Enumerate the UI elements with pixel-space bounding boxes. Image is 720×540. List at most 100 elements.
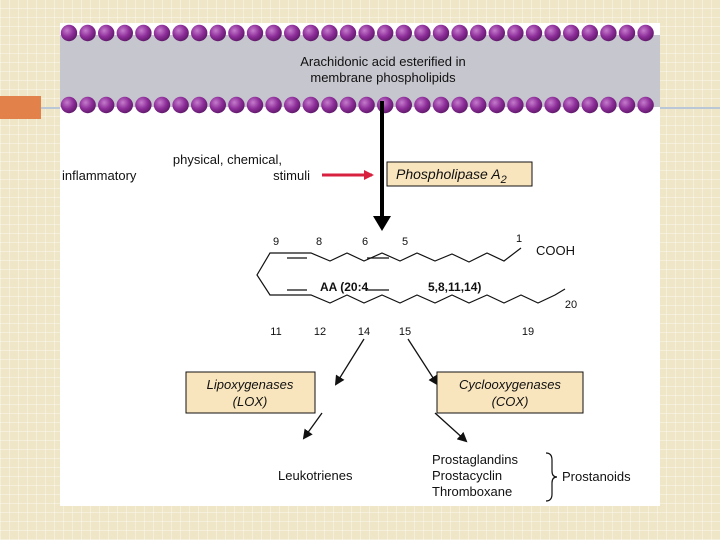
stimuli-text-line1: physical, chemical,	[173, 152, 282, 167]
cox-abbreviation: (COX)	[492, 394, 529, 409]
leukotrienes-label: Leukotrienes	[278, 468, 353, 483]
phospholipase-a2-label: Phospholipase A2	[396, 166, 507, 186]
phospholipid-head	[135, 96, 152, 114]
carbon-number-15: 15	[399, 326, 411, 338]
phospholipid-head	[153, 96, 171, 114]
thromboxane-label: Thromboxane	[432, 484, 512, 499]
phospholipid-head	[507, 96, 524, 114]
carbon-number-1: 1	[516, 233, 522, 245]
arrow-to-leukotrienes	[302, 412, 323, 440]
phospholipid-head	[246, 96, 264, 114]
main-arrow-head	[373, 216, 391, 231]
lox-abbreviation: (LOX)	[233, 394, 268, 409]
phospholipid-head	[339, 24, 357, 42]
phospholipid-head	[209, 96, 226, 114]
phospholipid-head	[395, 96, 412, 114]
phospholipid-head	[265, 96, 282, 114]
arachidonic-acid-pathway-diagram: Arachidonic acid esterified in membrane …	[60, 24, 660, 502]
aa-double-bond-positions: 5,8,11,14)	[428, 280, 481, 294]
carbon-chain	[256, 247, 566, 304]
phospholipid-head	[135, 24, 152, 42]
aa-label: AA (20:4	[320, 280, 369, 294]
phospholipase-a2-box: Phospholipase A2	[386, 161, 533, 187]
carbon-number-11: 11	[270, 326, 281, 338]
phospholipid-head	[581, 96, 598, 114]
phospholipid-head	[172, 96, 189, 114]
phospholipid-head	[637, 96, 654, 114]
phospholipid-head	[563, 24, 580, 42]
phospholipid-head	[209, 24, 226, 42]
phospholipid-head	[321, 24, 338, 42]
phospholipid-head	[60, 96, 78, 114]
prostanoids-brace	[545, 452, 558, 502]
phospholipid-head	[191, 96, 208, 114]
cyclooxygenase-label: Cyclooxygenases	[459, 377, 561, 392]
phospholipid-heads-bottom	[60, 96, 654, 114]
phospholipid-heads-top	[60, 24, 654, 42]
arrow-to-prostanoids	[434, 412, 468, 443]
prostacyclin-label: Prostacyclin	[432, 468, 502, 483]
phospholipid-head	[600, 24, 617, 42]
phospholipid-head	[358, 96, 375, 114]
phospholipid-head	[488, 24, 505, 42]
carbon-number-6: 6	[362, 236, 368, 248]
phospholipid-head	[153, 24, 171, 42]
phospholipid-head	[246, 24, 264, 42]
carbon-number-19: 19	[522, 326, 534, 338]
phospholipid-head	[98, 96, 115, 114]
carboxyl-group-label: COOH	[536, 243, 575, 258]
phospholipid-head	[470, 96, 487, 114]
phospholipid-head	[544, 96, 561, 114]
phospholipid-head	[302, 24, 319, 42]
phospholipid-head	[618, 96, 636, 114]
cyclooxygenase-box: Cyclooxygenases (COX)	[436, 371, 584, 414]
phospholipid-head	[284, 24, 301, 42]
phospholipid-head	[507, 24, 524, 42]
lipoxygenase-box-bg	[185, 371, 316, 414]
cell-membrane: Arachidonic acid esterified in membrane …	[60, 24, 660, 114]
stimuli-text-inflammatory: inflammatory	[62, 168, 137, 183]
phospholipid-head	[414, 96, 431, 114]
arrow-to-lox	[334, 338, 365, 386]
carbon-number-20: 20	[565, 299, 577, 311]
carbon-number-14: 14	[358, 326, 370, 338]
phospholipid-head	[321, 96, 338, 114]
carbon-number-12: 12	[314, 326, 326, 338]
phospholipid-head	[544, 24, 561, 42]
phospholipid-head	[98, 24, 115, 42]
phospholipid-head	[432, 96, 450, 114]
phospholipid-head	[618, 24, 636, 42]
phospholipid-head	[451, 24, 468, 42]
phospholipid-head	[79, 24, 96, 42]
phospholipid-head	[470, 24, 487, 42]
phospholipid-head	[395, 24, 412, 42]
phospholipid-head	[228, 24, 245, 42]
phospholipid-head	[525, 24, 543, 42]
slide-accent-bar	[0, 96, 41, 119]
phospholipid-head	[116, 96, 133, 114]
cyclooxygenase-box-bg	[436, 371, 584, 414]
prostanoids-label: Prostanoids	[562, 469, 631, 484]
arrow-to-cox	[407, 338, 439, 386]
phospholipid-head	[451, 96, 468, 114]
phospholipid-head	[581, 24, 598, 42]
pathway-figure: Arachidonic acid esterified in membrane …	[60, 23, 660, 506]
carbon-number-5: 5	[402, 236, 408, 248]
phospholipid-head	[60, 24, 78, 42]
membrane-label-line1: Arachidonic acid esterified in	[300, 54, 465, 69]
phospholipid-head	[79, 96, 96, 114]
phospholipid-head	[284, 96, 301, 114]
phospholipid-head	[600, 96, 617, 114]
phospholipid-head	[414, 24, 431, 42]
carbon-number-8: 8	[316, 236, 322, 248]
phospholipid-head	[488, 96, 505, 114]
phospholipid-head	[637, 24, 654, 42]
phospholipid-head	[377, 24, 394, 42]
membrane-label-backdrop	[270, 47, 500, 89]
phospholipid-head	[228, 96, 245, 114]
carbon-number-9: 9	[273, 236, 279, 248]
phospholipid-head	[525, 96, 543, 114]
phospholipid-head	[377, 96, 394, 114]
phospholipid-head	[302, 96, 319, 114]
arachidonic-acid-structure	[256, 247, 566, 304]
